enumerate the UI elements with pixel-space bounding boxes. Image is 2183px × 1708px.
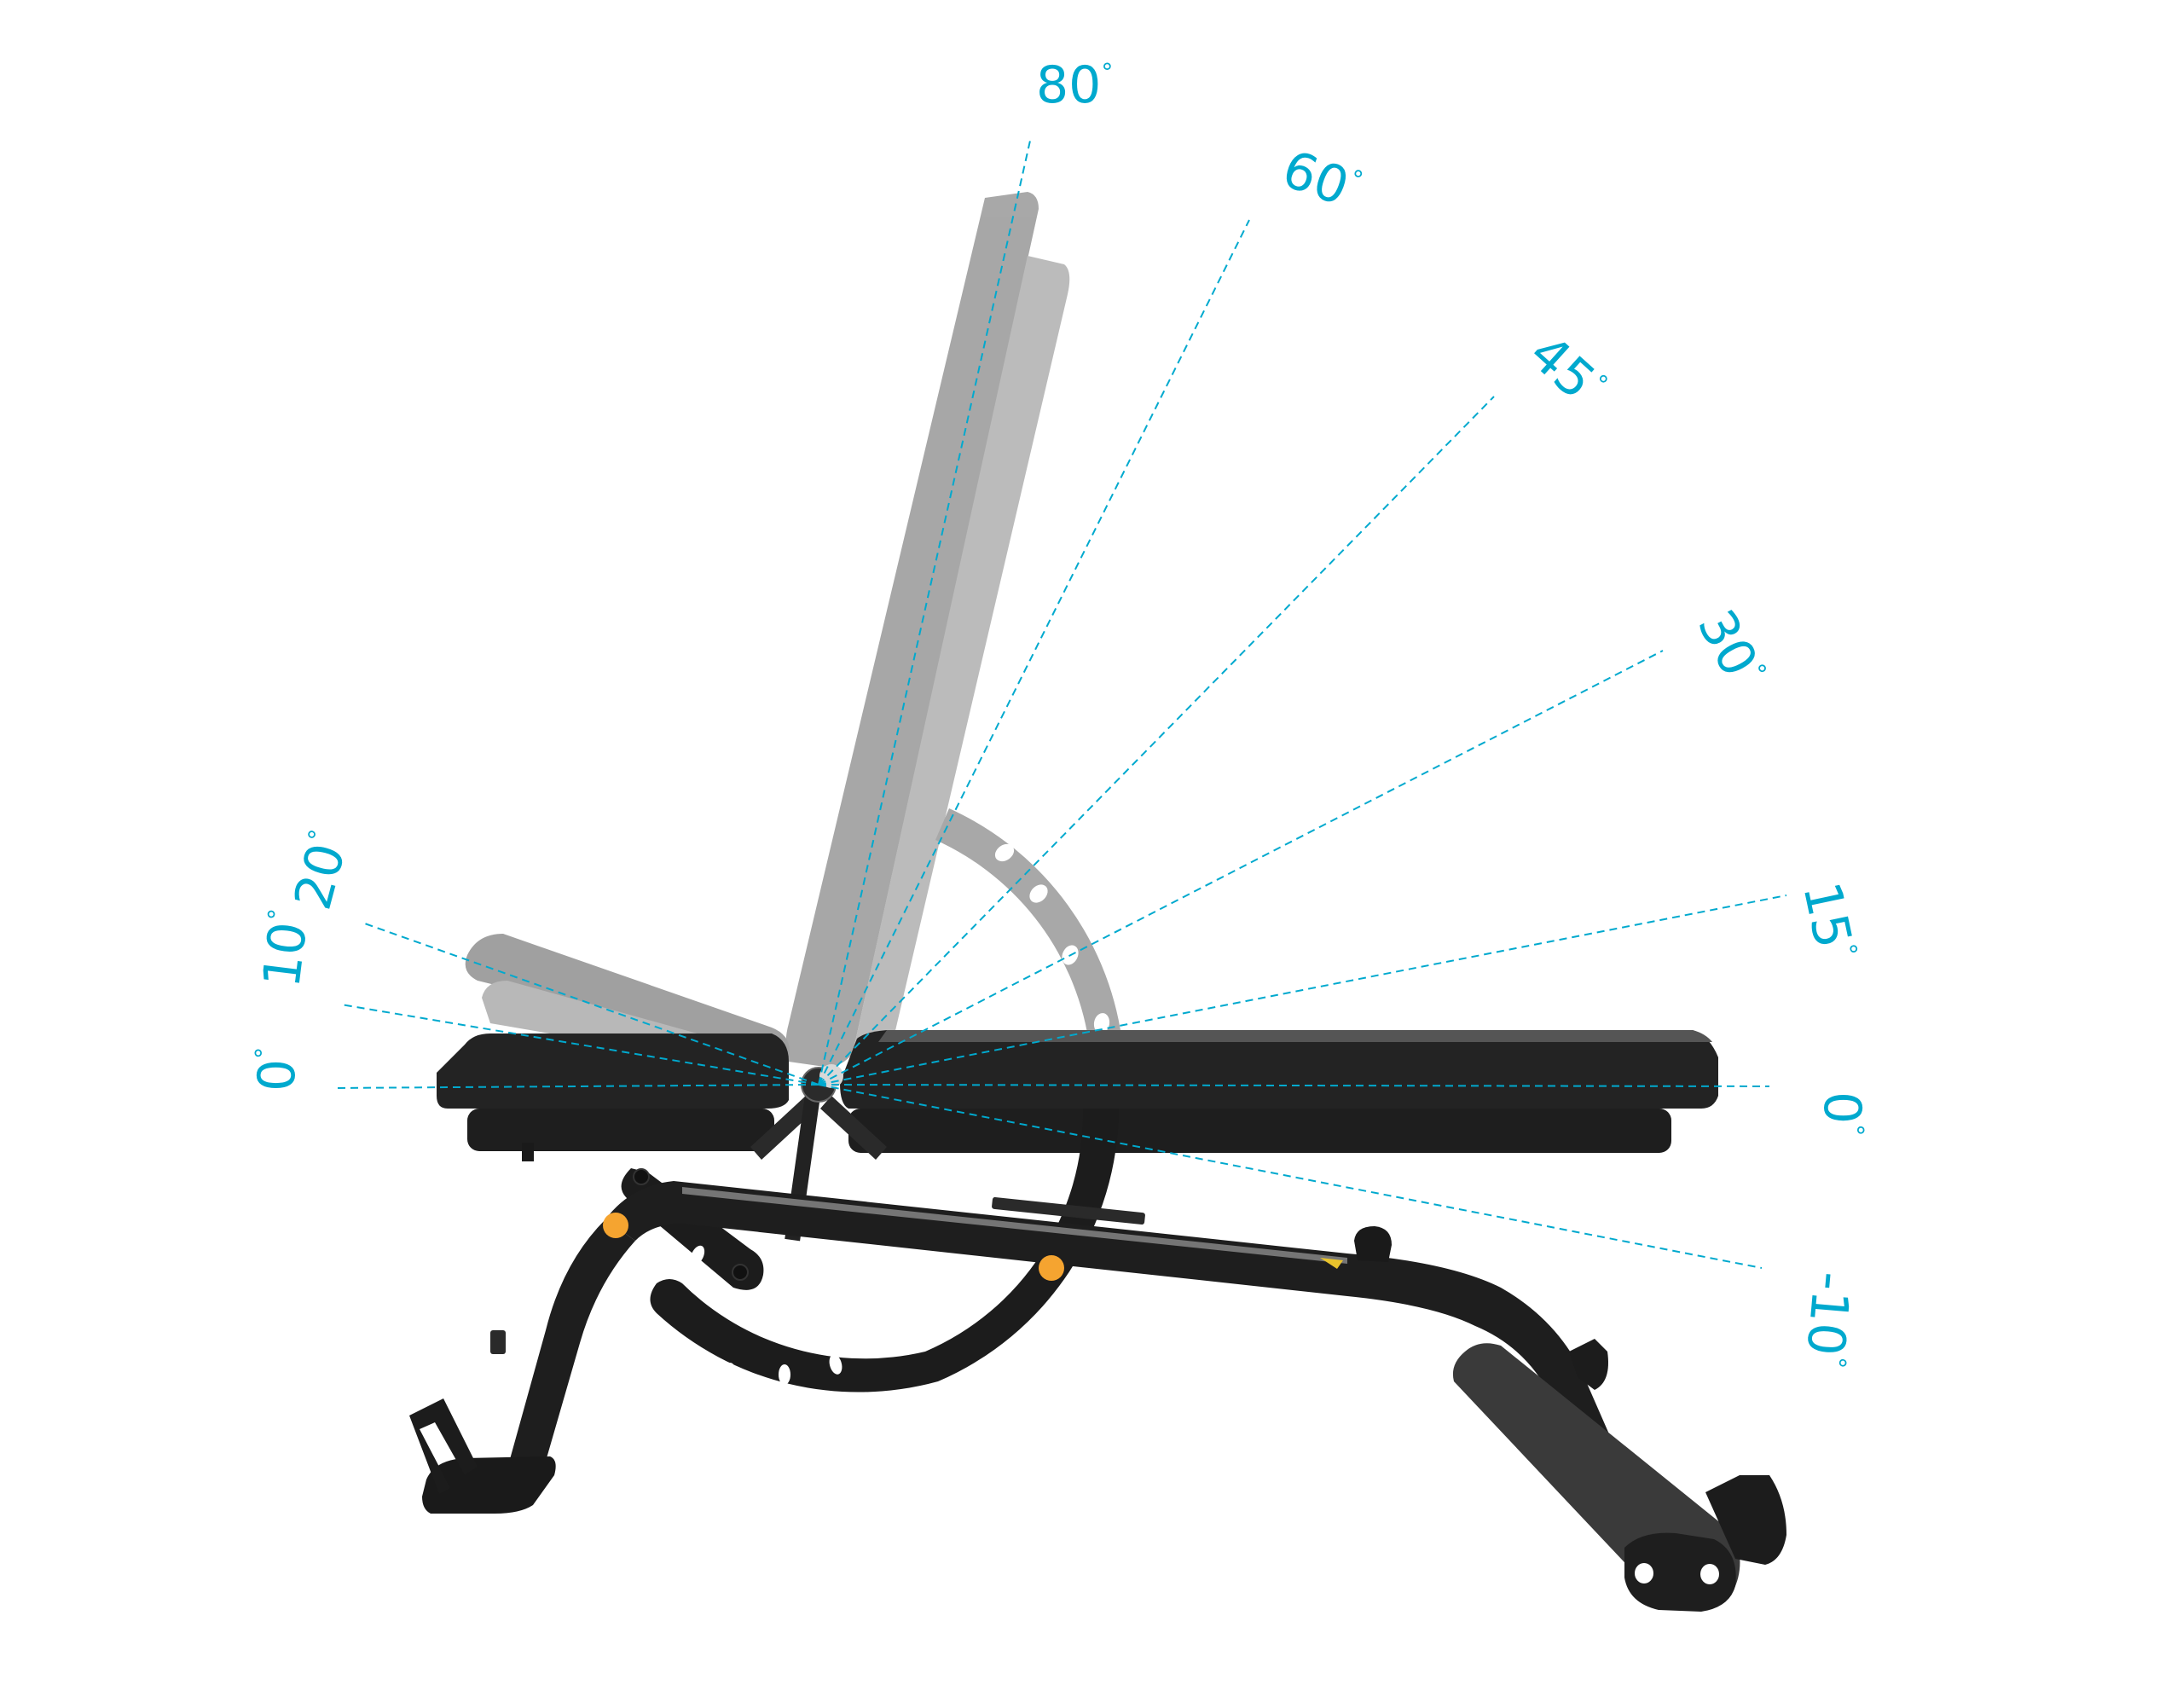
degree-symbol: ° [1101,58,1113,86]
seat-adjust-knob [603,1213,628,1238]
angle-labels: 80° 60° 45° 30° 15° 0° -10° 20°10° 0° [247,55,1872,1369]
backrest-angle-label-60: 60° [1275,139,1368,222]
backrest-guide-line-80 [818,140,1031,1086]
backrest-guide-line--10 [818,1084,1763,1269]
adjustment-knobs [603,1213,1064,1281]
seat-angle-label-0: 0° [247,1047,307,1091]
backrest-guide-line-30 [818,650,1664,1086]
degree-symbol: ° [1585,368,1613,397]
degree-symbol: ° [1742,659,1773,683]
backrest-guide-line-0 [818,1084,1770,1087]
seat-guide-line-20 [362,922,819,1086]
backrest-angle-label-0: 0° [1812,1091,1872,1136]
degree-symbol: ° [263,907,292,923]
degree-symbol: ° [303,826,333,845]
seat-angle-label-20: 20° [283,825,361,915]
seat-angle-label-10: 10° [252,907,320,991]
main-frame-rail [605,1181,1616,1462]
degree-symbol: ° [1833,941,1862,959]
ghost-backrest-upright [785,192,1070,1067]
degree-symbol: ° [1841,1124,1869,1136]
front-leg [409,1219,635,1514]
backrest-guide-line-15 [818,895,1787,1086]
bench-pads [437,1030,1718,1161]
backrest-angle-label--10: -10° [1793,1270,1861,1370]
ghost-quadrant-arc [935,808,1123,1049]
degree-symbol: ° [250,1047,278,1059]
degree-symbol: ° [1346,164,1366,194]
backrest-angle-label-15: 15° [1791,877,1865,965]
seat-guide-line-10 [340,1004,819,1086]
backrest-guide-line-45 [818,396,1495,1086]
backrest-angle-label-30: 30° [1686,600,1775,697]
angle-guide-lines [332,140,1787,1269]
seat-guide-line-0 [332,1084,819,1089]
backrest-guide-line-60 [818,219,1250,1086]
rear-foot [1452,1339,1786,1612]
degree-symbol: ° [1822,1355,1851,1369]
backrest-angle-label-45: 45° [1518,323,1615,419]
backrest-angle-label-80: 80° [1036,55,1113,115]
back-adjust-knob [1039,1255,1064,1281]
